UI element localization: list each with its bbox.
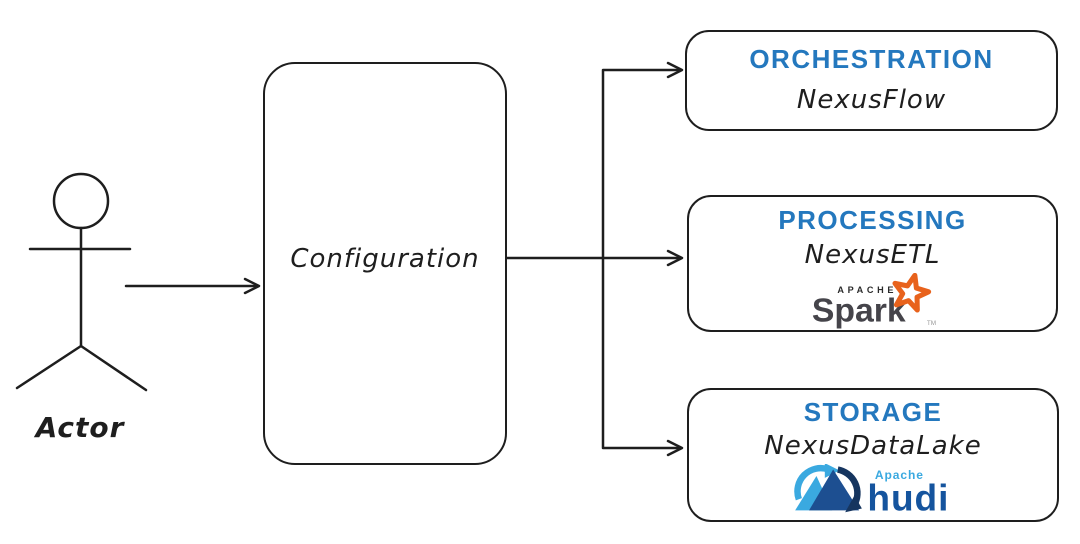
hudi-wordmark: hudi: [867, 477, 949, 519]
orchestration-component-name: NexusFlow: [796, 84, 947, 115]
spark-trademark: TM: [926, 320, 935, 327]
actor-head: [52, 172, 110, 230]
actor-leg-right: [79, 344, 148, 392]
storage-title: STORAGE: [803, 397, 943, 427]
actor-label: Actor: [35, 411, 125, 444]
processing-node: PROCESSING NexusETL APACHE Spark TM: [687, 195, 1058, 332]
spark-apache-text: APACHE: [837, 285, 897, 295]
actor-leg-left: [15, 344, 83, 390]
spark-star-icon: [891, 273, 931, 313]
configuration-node: Configuration: [263, 62, 507, 465]
apache-spark-logo: APACHE Spark TM: [811, 273, 936, 330]
arrowhead-to-storage: [666, 439, 684, 457]
spark-wordmark: Spark: [811, 292, 905, 330]
orchestration-node: ORCHESTRATION NexusFlow: [685, 30, 1058, 131]
arrowhead-to-orchestration: [666, 61, 684, 79]
branch-trunk: [601, 68, 683, 450]
configuration-label: Configuration: [290, 243, 480, 274]
apache-hudi-logo: Apache hudi: [794, 464, 949, 519]
storage-component-name: NexusDataLake: [764, 430, 982, 461]
arrow-actor-to-configuration: [124, 277, 261, 295]
hudi-mountain-icon: [794, 464, 862, 513]
processing-component-name: NexusETL: [804, 239, 941, 270]
arrow-configuration-to-processing: [505, 249, 684, 267]
actor-figure: [15, 172, 148, 392]
processing-title: PROCESSING: [778, 205, 967, 235]
orchestration-title: ORCHESTRATION: [749, 44, 994, 74]
storage-node: STORAGE NexusDataLake Apache hudi: [687, 388, 1059, 522]
hudi-apache-text: Apache: [875, 468, 924, 482]
